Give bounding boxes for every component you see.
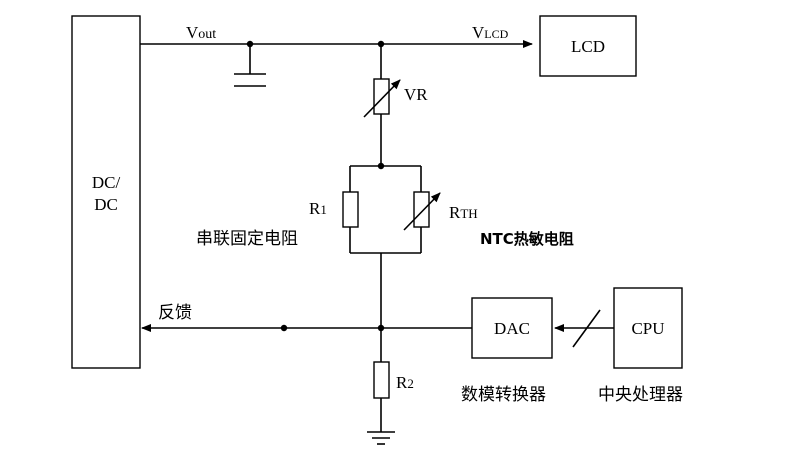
rth-ntc-thermistor: RTH NTC热敏电阻: [403, 191, 574, 248]
lcd-label: LCD: [571, 37, 605, 56]
feedback-label: 反馈: [158, 303, 192, 323]
r2-resistor: R2: [373, 361, 414, 432]
rth-description: NTC热敏电阻: [480, 230, 574, 248]
vout-label: Vout: [186, 23, 216, 42]
ground-symbol: [367, 431, 395, 445]
r1-description: 串联固定电阻: [196, 229, 298, 249]
cpu-label: CPU: [631, 319, 664, 338]
vout-rail: Vout VLCD: [140, 23, 533, 48]
dac-caption: 数模转换器: [461, 385, 546, 405]
lcd-block: LCD: [539, 15, 637, 77]
dcdc-label-line2: DC: [94, 195, 118, 214]
cpu-block: CPU 中央处理器: [598, 287, 683, 405]
dac-block: DAC 数模转换器: [461, 297, 553, 405]
r1-label: R1: [309, 199, 327, 218]
dcdc-converter-block: DC/ DC: [71, 15, 141, 369]
dac-label: DAC: [494, 319, 530, 338]
vlcd-label: VLCD: [472, 23, 509, 42]
feedback-line: 反馈: [141, 303, 472, 332]
vr-label: VR: [404, 85, 428, 104]
cpu-dac-bus: [554, 309, 614, 348]
vr-variable-resistor: VR: [363, 40, 428, 166]
output-capacitor: [234, 40, 266, 87]
r2-label: R2: [396, 373, 414, 392]
r1-fixed-resistor: R1 串联固定电阻: [196, 191, 359, 249]
parallel-network: [349, 162, 422, 362]
dcdc-label-line1: DC/: [92, 173, 121, 192]
cpu-caption: 中央处理器: [598, 385, 683, 405]
rth-label: RTH: [449, 203, 478, 222]
